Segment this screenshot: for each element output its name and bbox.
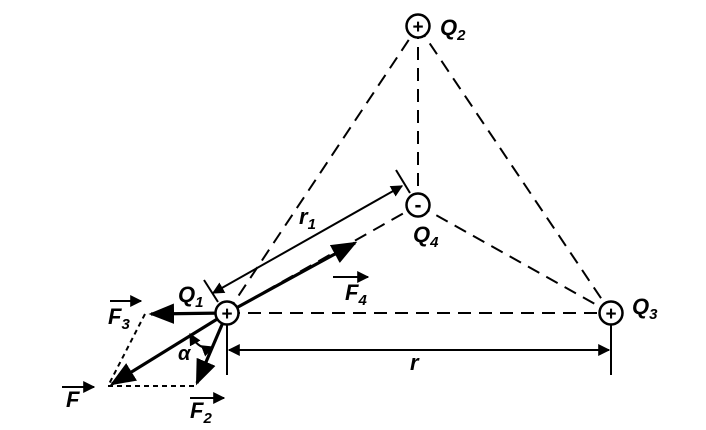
- dimension-tick-r1-upper: [395, 169, 411, 194]
- dimension-arrow-r1: [211, 185, 404, 294]
- label-q2: Q2: [440, 15, 466, 44]
- charge-q4: -: [405, 192, 431, 218]
- force-vector-f: [109, 311, 228, 386]
- angle-alpha-arc: [189, 332, 215, 357]
- charge-q1: +: [214, 300, 240, 326]
- charge-q3-sign: +: [605, 304, 616, 325]
- label-f3: F3: [108, 304, 130, 333]
- charge-q2: +: [405, 13, 431, 39]
- label-f4: F4: [345, 280, 367, 309]
- edge-q3-q4: [417, 204, 612, 314]
- label-q4: Q4: [413, 222, 439, 251]
- vector-overlines: [62, 271, 370, 404]
- dimension-tick-r1-lower: [203, 279, 219, 303]
- charge-q3: +: [598, 300, 624, 326]
- dimension-r1: [203, 169, 411, 303]
- edge-q1-q2: [226, 25, 419, 314]
- charge-q2-sign: +: [412, 17, 423, 38]
- edge-q2-q3: [417, 25, 612, 314]
- label-r1: r1: [299, 204, 316, 233]
- label-f: F: [66, 387, 80, 412]
- charge-q1-sign: +: [221, 304, 232, 325]
- dimension-r: [226, 325, 612, 375]
- label-f2: F2: [190, 398, 212, 427]
- label-alpha: α: [178, 343, 192, 365]
- label-r: r: [410, 350, 420, 375]
- label-q3: Q3: [632, 294, 658, 323]
- dashed-geometry: [226, 25, 612, 314]
- force-vector-f4: [226, 241, 358, 315]
- label-q1: Q1: [178, 282, 203, 311]
- charge-q4-sign: -: [415, 194, 422, 217]
